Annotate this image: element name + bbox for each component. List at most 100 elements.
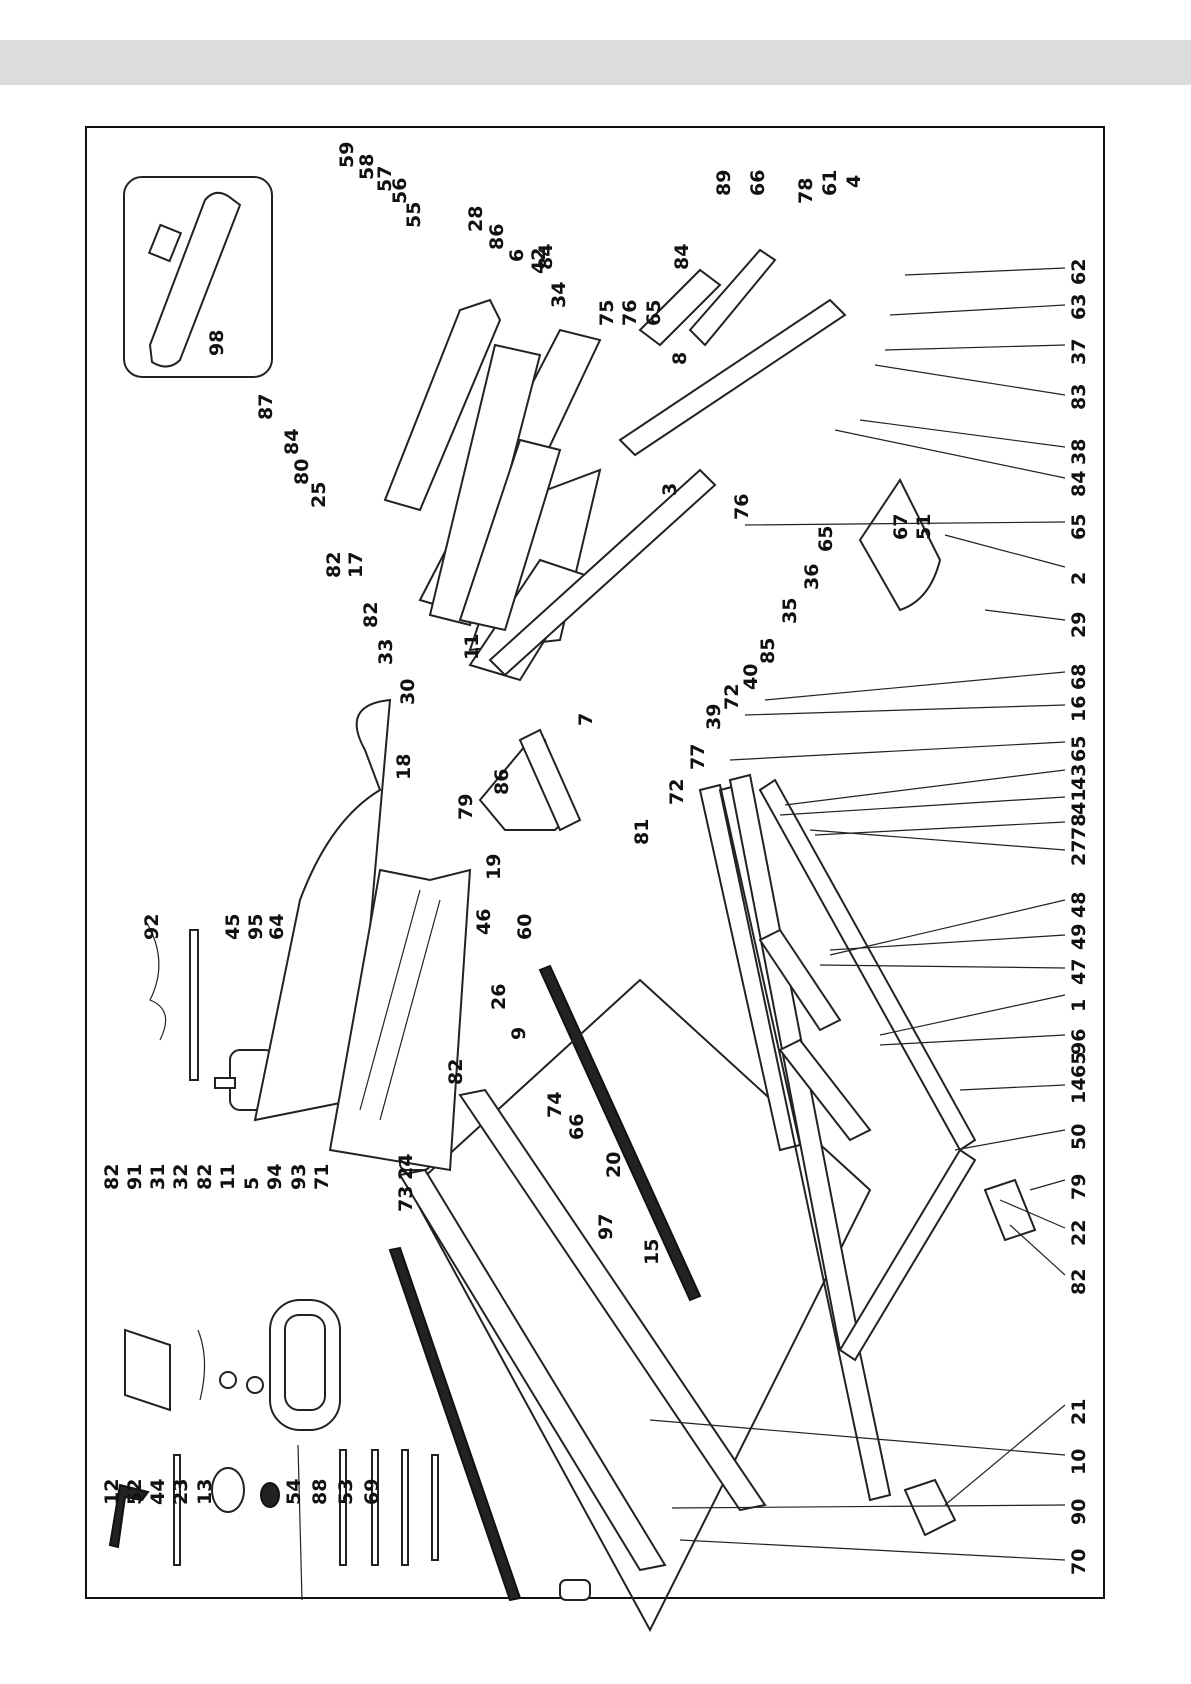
label-82c: 82 <box>445 1059 467 1085</box>
label-75: 75 <box>596 300 618 326</box>
label-7: 7 <box>575 713 597 726</box>
label-52: 52 <box>124 1479 146 1505</box>
motor <box>269 1299 341 1431</box>
label-90: 90 <box>1068 1499 1090 1525</box>
label-56: 56 <box>389 178 411 204</box>
label-19: 19 <box>483 854 505 880</box>
label-63: 63 <box>1068 294 1090 320</box>
label-10: 10 <box>1068 1449 1090 1475</box>
label-24: 24 <box>395 1154 417 1180</box>
label-73: 73 <box>395 1186 417 1212</box>
label-76b: 76 <box>731 494 753 520</box>
bottom-label-row: 70 90 10 21 82 22 79 50 14 65 96 1 47 49… <box>890 259 1090 1575</box>
loose-parts <box>108 919 439 1601</box>
label-45: 45 <box>222 914 244 940</box>
label-8: 8 <box>669 352 691 365</box>
label-58: 58 <box>356 154 378 180</box>
label-53: 53 <box>335 1479 357 1505</box>
label-95: 95 <box>245 914 267 940</box>
label-86b: 86 <box>486 224 508 250</box>
label-13: 13 <box>194 1479 216 1505</box>
label-5: 5 <box>241 1177 263 1190</box>
header-band <box>0 40 1191 85</box>
label-91: 91 <box>124 1164 146 1190</box>
label-57: 57 <box>374 166 396 192</box>
label-40: 40 <box>740 664 762 690</box>
label-78b: 78 <box>1068 814 1090 840</box>
label-16: 16 <box>1068 696 1090 722</box>
label-11b: 11 <box>461 634 483 660</box>
label-65b: 65 <box>815 526 837 552</box>
label-46: 46 <box>473 909 495 935</box>
inset-label: 98 <box>206 330 228 356</box>
label-20: 20 <box>603 1152 625 1178</box>
label-97: 97 <box>595 1214 617 1240</box>
console-inset: 98 <box>123 176 273 378</box>
diagram-frame <box>85 126 1105 1599</box>
label-30: 30 <box>397 679 419 705</box>
label-28: 28 <box>465 206 487 232</box>
label-17: 17 <box>345 552 367 578</box>
label-11a: 11 <box>217 1164 239 1190</box>
label-78a: 78 <box>795 178 817 204</box>
label-84b: 84 <box>535 244 557 270</box>
label-18: 18 <box>393 754 415 780</box>
label-62: 62 <box>1068 259 1090 285</box>
label-21: 21 <box>1068 1399 1090 1425</box>
label-82b: 82 <box>194 1164 216 1190</box>
label-84a: 84 <box>281 429 303 455</box>
label-33: 33 <box>375 639 397 665</box>
label-12: 12 <box>101 1479 123 1505</box>
label-26: 26 <box>488 984 510 1010</box>
label-35: 35 <box>779 598 801 624</box>
label-65d: 65 <box>1068 736 1090 762</box>
label-47: 47 <box>1068 959 1090 985</box>
label-82e: 82 <box>323 552 345 578</box>
label-32: 32 <box>170 1164 192 1190</box>
label-50: 50 <box>1068 1124 1090 1150</box>
label-2: 2 <box>1068 572 1090 585</box>
label-94: 94 <box>264 1164 286 1190</box>
label-22: 22 <box>1068 1220 1090 1246</box>
label-60: 60 <box>514 914 536 940</box>
top-label-row: 12 52 44 23 13 54 88 53 69 82 91 31 32 8… <box>101 142 865 1505</box>
label-15: 15 <box>641 1239 663 1265</box>
label-37: 37 <box>1068 339 1090 365</box>
label-72a: 72 <box>721 684 743 710</box>
label-65e: 65 <box>1068 514 1090 540</box>
label-88: 88 <box>309 1479 331 1505</box>
label-92: 92 <box>141 914 163 940</box>
label-61: 61 <box>819 170 841 196</box>
label-82d: 82 <box>360 602 382 628</box>
label-44: 44 <box>147 1479 169 1505</box>
motor-hood <box>253 698 472 1172</box>
label-49: 49 <box>1068 924 1090 950</box>
label-51: 51 <box>913 514 935 540</box>
label-84d: 84 <box>1068 471 1090 497</box>
label-79a: 79 <box>455 794 477 820</box>
label-54: 54 <box>283 1479 305 1505</box>
label-67: 67 <box>890 514 912 540</box>
label-25: 25 <box>308 482 330 508</box>
label-34: 34 <box>548 282 570 308</box>
deck-assembly <box>388 964 872 1633</box>
label-6: 6 <box>506 249 528 262</box>
label-80: 80 <box>291 459 313 485</box>
label-1: 1 <box>1068 999 1090 1012</box>
label-96: 96 <box>1068 1029 1090 1055</box>
label-82a: 82 <box>101 1164 123 1190</box>
label-48: 48 <box>1068 892 1090 918</box>
label-69: 69 <box>361 1479 383 1505</box>
label-82f: 82 <box>1068 1269 1090 1295</box>
label-85: 85 <box>757 638 779 664</box>
label-4: 4 <box>843 175 865 188</box>
label-42: 42 <box>528 248 550 274</box>
label-70: 70 <box>1068 1549 1090 1575</box>
label-31: 31 <box>147 1164 169 1190</box>
label-38: 38 <box>1068 439 1090 465</box>
label-39: 39 <box>703 704 725 730</box>
label-74: 74 <box>544 1092 566 1118</box>
label-66b: 66 <box>747 170 769 196</box>
label-65c: 65 <box>1068 1052 1090 1078</box>
